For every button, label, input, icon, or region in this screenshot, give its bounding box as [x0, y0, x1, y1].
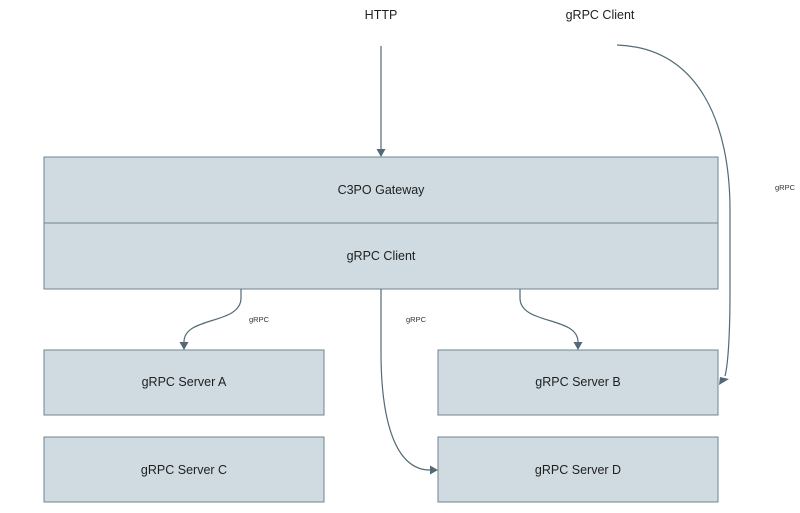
gateway-grpc-client-label: gRPC Client [347, 249, 416, 263]
server-a-edge-label: gRPC [249, 315, 270, 324]
server-d-edge-label: gRPC [406, 315, 427, 324]
server-c-label: gRPC Server C [141, 463, 227, 477]
server-a-label: gRPC Server A [142, 375, 227, 389]
gateway-block: C3PO Gateway gRPC Client [43, 156, 719, 290]
server-d-label: gRPC Server D [535, 463, 621, 477]
server-a-node: gRPC Server A [43, 349, 325, 416]
gateway-box [43, 156, 719, 224]
gateway-to-server-a-edge [183, 289, 242, 343]
http-label: HTTP [365, 8, 398, 22]
server-c-node: gRPC Server C [43, 436, 325, 503]
gateway-to-server-d-edge [380, 289, 431, 471]
gateway-title: C3PO Gateway [338, 183, 426, 197]
gateway-to-server-a-arrowhead [179, 342, 189, 350]
server-b-label: gRPC Server B [535, 375, 620, 389]
gateway-to-server-b-arrowhead [573, 342, 583, 350]
external-client-edge-label: gRPC [775, 183, 796, 192]
external-grpc-client-label: gRPC Client [566, 8, 635, 22]
gateway-grpc-client-box [43, 222, 719, 290]
external-client-to-server-b-edge [616, 44, 731, 377]
server-d-node: gRPC Server D [437, 436, 719, 503]
server-b-box [437, 349, 719, 416]
gateway-to-server-d-arrowhead [430, 465, 438, 475]
server-b-node: gRPC Server B [437, 349, 719, 416]
http-to-gateway-arrowhead [376, 149, 386, 157]
external-client-to-server-b-arrowhead [719, 377, 729, 385]
gateway-to-server-b-edge [519, 289, 579, 343]
server-c-box [43, 436, 325, 503]
server-d-box [437, 436, 719, 503]
